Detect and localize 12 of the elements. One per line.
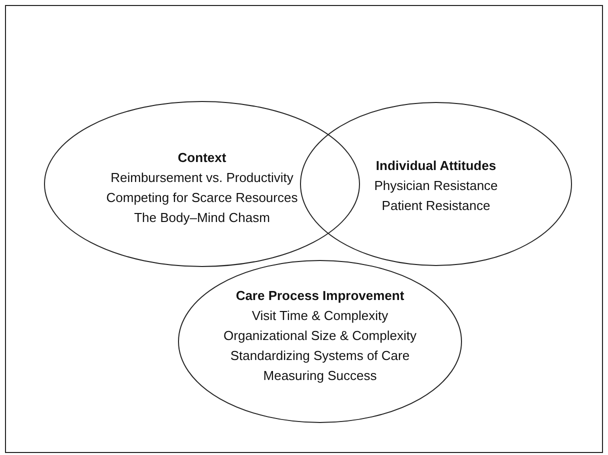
circle-item: Physician Resistance bbox=[374, 177, 498, 195]
circle-heading: Individual Attitudes bbox=[376, 157, 496, 175]
circle-item: Standardizing Systems of Care bbox=[230, 347, 410, 365]
circle-item: Reimbursement vs. Productivity bbox=[110, 169, 294, 187]
circle-item: Visit Time & Complexity bbox=[252, 307, 388, 325]
circle-item: Patient Resistance bbox=[382, 197, 490, 215]
circle-item: Competing for Scarce Resources bbox=[106, 189, 298, 207]
circle-item: Organizational Size & Complexity bbox=[224, 327, 416, 345]
circle-heading: Care Process Improvement bbox=[236, 287, 404, 305]
circle-item: Measuring Success bbox=[263, 367, 377, 385]
circle-item: The Body–Mind Chasm bbox=[134, 209, 270, 227]
circle-heading: Context bbox=[178, 149, 226, 167]
